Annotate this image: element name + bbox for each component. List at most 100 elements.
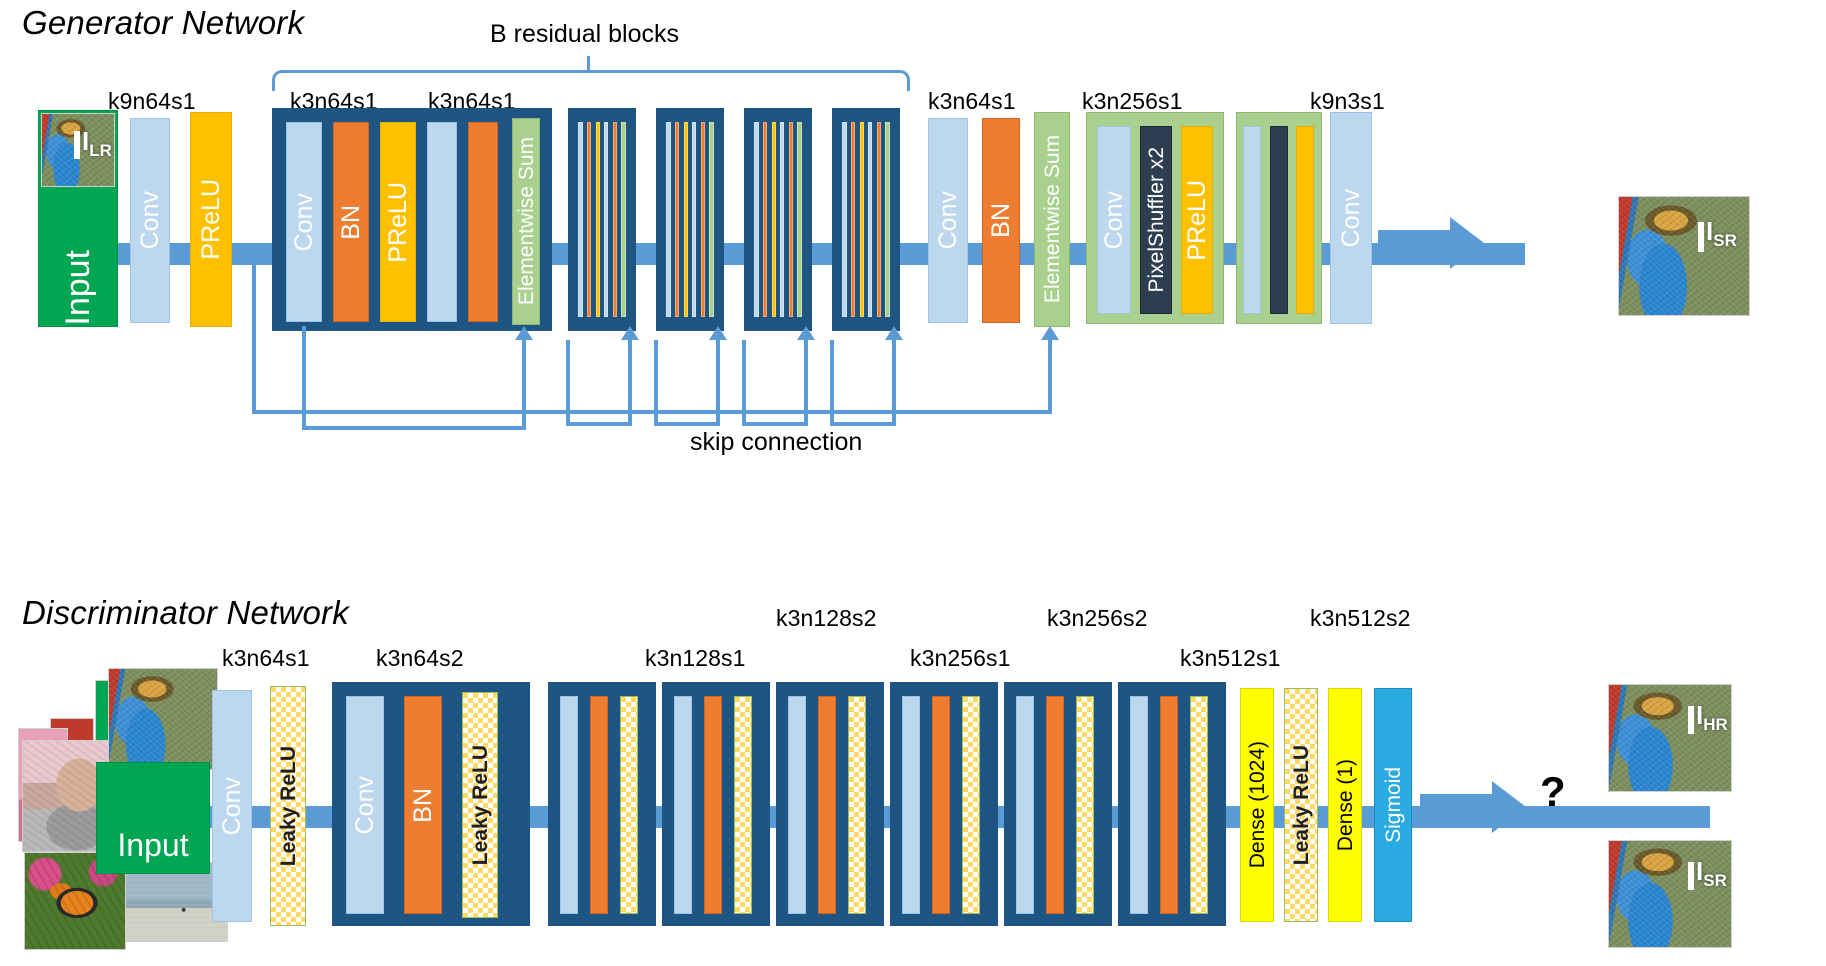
disc-stem-leakyrelu: Leaky ReLU: [270, 686, 306, 926]
compressed-residual-stripe: [692, 122, 697, 317]
residual-brace-label: B residual blocks: [490, 20, 679, 48]
disc-label-b2-bottom: k3n128s1: [645, 645, 746, 671]
compressed-residual-stripe: [604, 122, 609, 317]
res-bn-1: BN: [333, 122, 369, 322]
disc-input-thumb-baboon: [108, 668, 218, 770]
disc-b2-conv: [560, 696, 578, 914]
compressed-residual-stripes: [750, 122, 806, 317]
disc-b2-bn: [590, 696, 608, 914]
discriminator-input-block: Input: [96, 762, 210, 874]
upsample2-pixelshuffler: [1270, 126, 1288, 314]
disc-b5-bn: [932, 696, 950, 914]
res-prelu: PReLU: [380, 122, 416, 322]
compressed-residual-stripe: [709, 122, 714, 317]
disc-b1-conv: Conv: [346, 696, 384, 914]
skip-local-3-bottom: [742, 422, 808, 426]
compressed-residual-stripe: [621, 122, 626, 317]
res-elementwise-sum: Elementwise Sum: [512, 118, 540, 325]
discriminator-question-mark: ?: [1540, 768, 1566, 815]
upsample2-conv: [1243, 126, 1261, 314]
generator-tail-conv: Conv: [1330, 112, 1372, 324]
generator-post-elementwise-sum: Elementwise Sum: [1034, 112, 1070, 327]
disc-b7-bn: [1160, 696, 1178, 914]
residual-block-compressed: [568, 108, 636, 331]
residual-brace-stem: [587, 56, 590, 72]
compressed-residual-stripe: [612, 122, 618, 317]
disc-b1-bn: BN: [404, 696, 442, 914]
skip-local-2-right: [716, 340, 720, 426]
disc-b6-bn: [1046, 696, 1064, 914]
skip-long-right: [1048, 340, 1052, 414]
disc-b7-leakyrelu: [1190, 696, 1208, 914]
compressed-residual-stripe: [754, 122, 759, 317]
compressed-residual-stripe: [859, 122, 864, 317]
compressed-residual-stripe: [780, 122, 785, 317]
compressed-residual-stripes: [662, 122, 718, 317]
compressed-residual-stripe: [788, 122, 794, 317]
skip-local-0-arrow: [515, 326, 533, 340]
sr-tag-bar: [1698, 222, 1704, 252]
lr-tag-sub: LR: [89, 141, 112, 161]
compressed-residual-stripe: [666, 122, 671, 317]
disc-b4-conv: [788, 696, 806, 914]
sr-disc-tag: ISR: [1696, 856, 1727, 891]
skip-local-2-arrow: [709, 326, 727, 340]
compressed-residual-stripe: [595, 122, 600, 317]
disc-b4-bn: [818, 696, 836, 914]
disc-stem-conv: Conv: [212, 690, 252, 922]
res-bn-2: [468, 122, 498, 322]
disc-label-b1: k3n64s2: [376, 645, 464, 671]
compressed-residual-stripe: [700, 122, 706, 317]
skip-local-3-right: [804, 340, 808, 426]
skip-local-1-bottom: [566, 422, 632, 426]
generator-head-prelu: PReLU: [190, 112, 232, 327]
compressed-residual-stripe: [876, 122, 882, 317]
sr-disc-output-thumbnail: [1608, 840, 1732, 948]
skip-local-1-arrow: [621, 326, 639, 340]
skip-local-4-left: [830, 340, 834, 426]
skip-local-3-arrow: [797, 326, 815, 340]
residual-block-compressed: [656, 108, 724, 331]
hr-tag-bar: [1688, 706, 1694, 734]
label-k9n64s1: k9n64s1: [108, 88, 196, 114]
disc-label-b0: k3n64s1: [222, 645, 310, 671]
disc-b3-leakyrelu: [734, 696, 752, 914]
disc-dense-1: Dense (1): [1328, 688, 1362, 922]
layer-label-prelu: PReLU: [196, 179, 225, 260]
disc-label-b2-top: k3n128s2: [776, 605, 877, 631]
generator-output-arrow-head: [1450, 217, 1484, 269]
sr-output-thumbnail: [1618, 196, 1750, 316]
compressed-residual-stripe: [797, 122, 802, 317]
disc-label-b3-bottom: k3n256s1: [910, 645, 1011, 671]
disc-b2-leakyrelu: [620, 696, 638, 914]
discriminator-title: Discriminator Network: [22, 594, 349, 631]
disc-b4-leakyrelu: [848, 696, 866, 914]
label-upsample: k3n256s1: [1082, 88, 1183, 114]
generator-input-label: Input: [59, 250, 97, 326]
sr-disc-tag-bar: [1688, 862, 1694, 890]
discriminator-output-arrow-head: [1492, 781, 1526, 833]
lr-tag: ILR: [82, 126, 112, 161]
skip-local-3-left: [742, 340, 746, 426]
sr-tag-sub: SR: [1713, 231, 1737, 251]
residual-brace: [272, 70, 910, 91]
generator-post-conv: Conv: [928, 118, 968, 323]
skip-connection-label: skip connection: [690, 428, 863, 456]
disc-dense-1024: Dense (1024): [1240, 688, 1274, 922]
label-tail-conv: k9n3s1: [1310, 88, 1385, 114]
generator-output-arrow-shaft: [1378, 230, 1450, 256]
disc-b7-conv: [1130, 696, 1148, 914]
res-conv-1: Conv: [286, 122, 322, 322]
skip-local-2-bottom: [654, 422, 720, 426]
skip-local-0-left: [302, 326, 306, 430]
skip-long-bottom: [252, 410, 1052, 414]
compressed-residual-stripe: [586, 122, 592, 317]
disc-b5-conv: [902, 696, 920, 914]
compressed-residual-stripe: [762, 122, 768, 317]
hr-tag-sub: HR: [1703, 715, 1728, 735]
generator-post-bn: BN: [982, 118, 1020, 323]
compressed-residual-stripe: [850, 122, 856, 317]
compressed-residual-stripe: [868, 122, 873, 317]
label-post-conv: k3n64s1: [928, 88, 1016, 114]
residual-block-compressed: [744, 108, 812, 331]
